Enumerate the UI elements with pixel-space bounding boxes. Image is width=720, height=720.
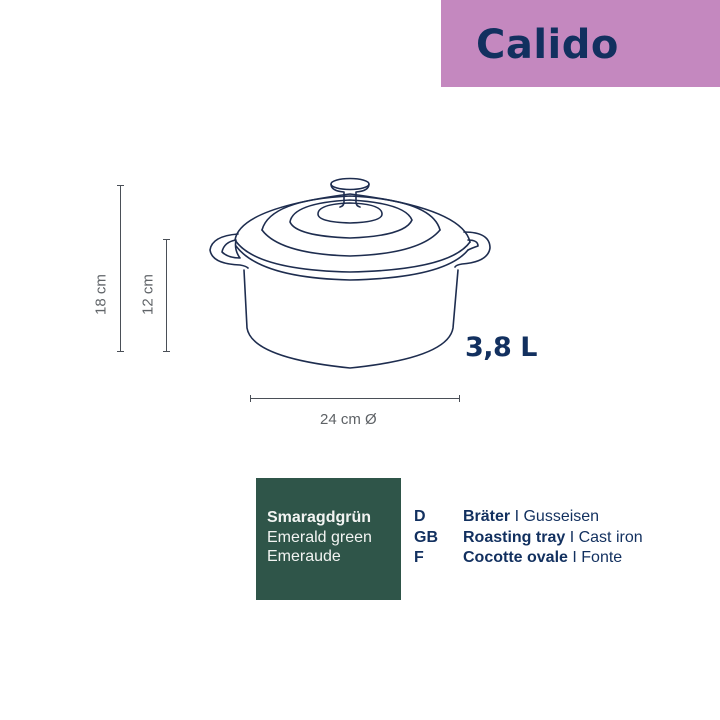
- left-handle: [209, 233, 249, 269]
- cast-iron-pot-icon: [209, 177, 491, 369]
- material: Gusseisen: [523, 508, 600, 525]
- diameter-label: 24 cm Ø: [320, 411, 377, 428]
- left-handle-inner: [221, 239, 241, 259]
- color-name-fr: Emeraude: [267, 548, 341, 565]
- separator: I: [510, 508, 524, 525]
- right-handle-inner: [467, 239, 479, 251]
- body-height-cap-bottom: [163, 351, 170, 352]
- body-height-line: [166, 239, 167, 352]
- body-height-label: 12 cm: [139, 274, 157, 315]
- separator: I: [567, 549, 582, 566]
- language-code: F: [414, 549, 424, 566]
- lid-middle-ring: [289, 199, 413, 239]
- product-name: Cocotte ovale: [463, 549, 568, 566]
- total-height-cap-top: [117, 185, 124, 186]
- lid-outer-ring-top: [261, 195, 441, 231]
- separator: I: [565, 528, 579, 546]
- language-code: GB: [414, 528, 438, 546]
- lid-inner-ring: [317, 202, 383, 224]
- brand-name: Calido: [476, 22, 619, 68]
- lid-edge-top: [234, 193, 471, 243]
- product-name: Roasting tray: [463, 528, 566, 546]
- diameter-cap-right: [459, 395, 460, 402]
- product-name: Bräter: [463, 508, 511, 525]
- diameter-cap-left: [250, 395, 251, 402]
- lid-outer-ring-bottom: [261, 229, 441, 257]
- color-swatch: Smaragdgrün Emerald green Emeraude: [256, 478, 401, 600]
- lid-edge-bottom: [234, 239, 471, 273]
- pot-rim: [235, 245, 469, 281]
- material: Cast iron: [578, 528, 643, 546]
- body-height-cap-top: [163, 239, 170, 240]
- brand-banner: Calido: [441, 0, 720, 87]
- diameter-line: [250, 398, 460, 399]
- total-height-line: [120, 185, 121, 352]
- color-names: Smaragdgrün Emerald green Emeraude: [267, 508, 372, 567]
- pot-body: [243, 269, 459, 369]
- total-height-cap-bottom: [117, 351, 124, 352]
- material: Fonte: [581, 549, 623, 566]
- language-description: Roasting tray I Cast iron: [463, 528, 643, 549]
- language-code: D: [414, 508, 426, 525]
- language-description: Bräter I Gusseisen: [463, 507, 599, 528]
- color-name-en: Emerald green: [267, 528, 372, 546]
- color-name-de: Smaragdgrün: [267, 509, 372, 526]
- total-height-label: 18 cm: [92, 274, 110, 315]
- lid-knob-top: [330, 177, 370, 191]
- language-description: Cocotte ovale I Fonte: [463, 548, 622, 569]
- right-handle: [454, 231, 491, 268]
- capacity-label: 3,8 L: [465, 332, 537, 363]
